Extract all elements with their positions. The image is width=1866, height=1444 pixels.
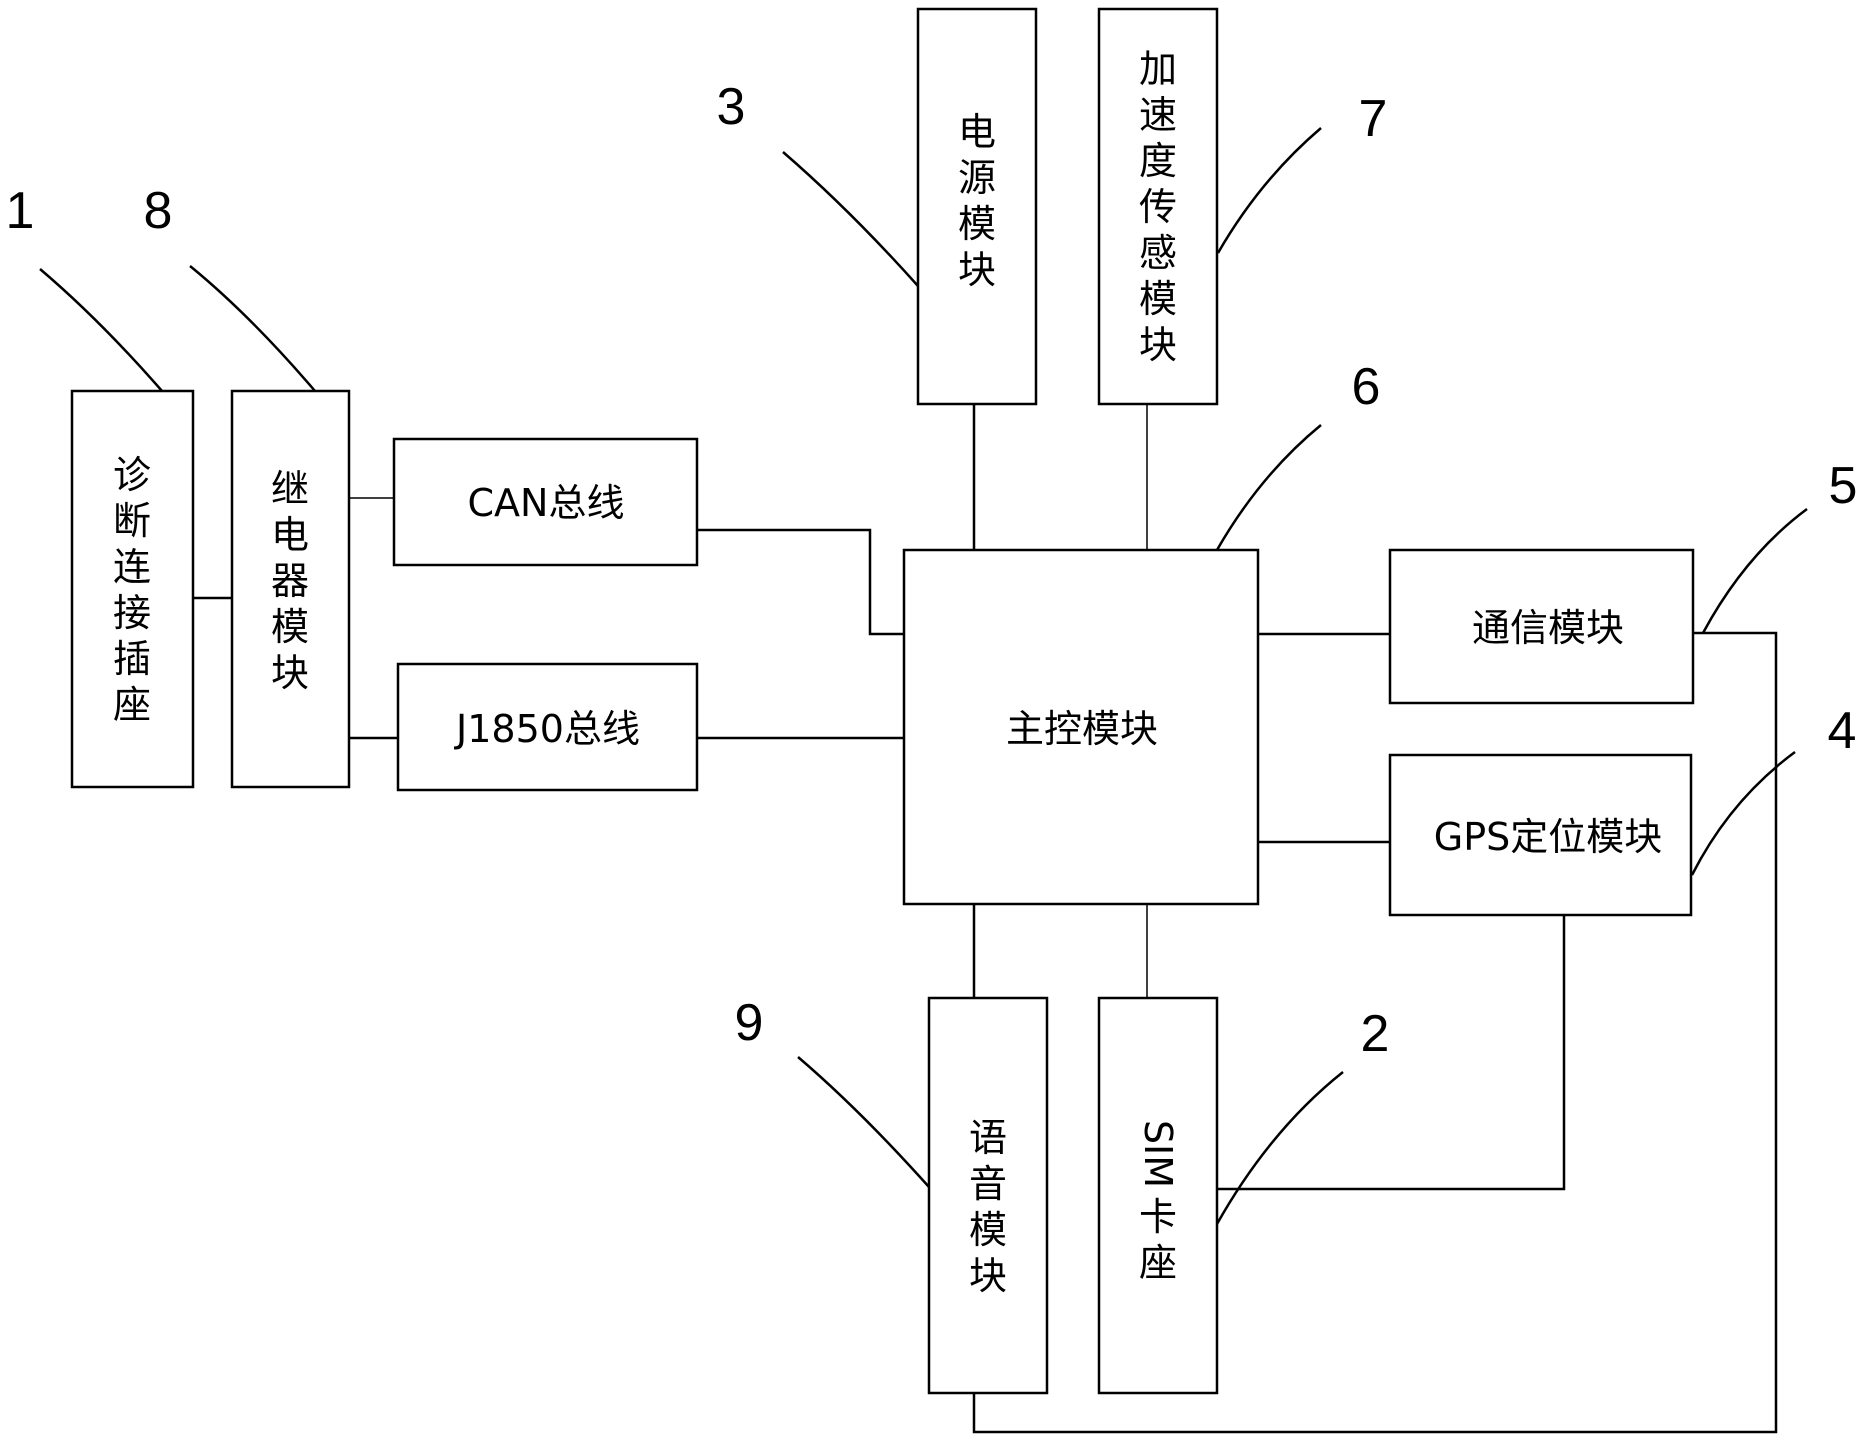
module-accel: 加速度传感模块 [1097, 7, 1219, 406]
reference-numbers: 1 8 3 7 6 5 4 9 2 [6, 78, 1858, 1063]
leader-2 [1215, 1071, 1344, 1225]
leader-6 [1215, 424, 1322, 551]
module-sim-socket: 卡座 SIM [1097, 996, 1219, 1395]
gps-label: GPS定位模块 [1434, 815, 1662, 859]
ref-2: 2 [1361, 1005, 1390, 1063]
leader-1 [39, 268, 163, 392]
ref-1: 1 [6, 182, 35, 240]
wire-comm-voice [972, 631, 1778, 1434]
main-label: 主控模块 [1006, 707, 1158, 751]
leader-5 [1701, 507, 1808, 634]
module-diag-socket: 诊断连接插座 [70, 389, 195, 789]
relay-label: 继电器模块 [271, 467, 309, 695]
module-j1850-bus: J1850总线 [396, 662, 699, 792]
can-bus-label: CAN总线 [468, 481, 625, 525]
module-comm: 通信模块 [1388, 548, 1695, 705]
voice-label: 语音模块 [969, 1116, 1007, 1298]
leader-lines [39, 127, 1808, 1225]
wire-can-main [697, 528, 904, 636]
ref-8: 8 [144, 182, 173, 240]
sim-socket-label: 卡座 [1139, 1195, 1177, 1285]
module-main: 主控模块 [902, 548, 1260, 906]
j1850-bus-label: J1850总线 [454, 707, 640, 751]
accel-label: 加速度传感模块 [1139, 47, 1177, 367]
leader-8 [189, 265, 316, 392]
leader-9 [797, 1056, 930, 1188]
power-label: 电源模块 [958, 110, 996, 292]
ref-3: 3 [717, 78, 746, 136]
module-can-bus: CAN总线 [392, 437, 699, 567]
ref-7: 7 [1359, 90, 1388, 148]
module-voice: 语音模块 [927, 996, 1049, 1395]
comm-label: 通信模块 [1472, 606, 1624, 650]
leader-4 [1690, 750, 1796, 876]
module-gps: GPS定位模块 [1388, 753, 1693, 917]
ref-4: 4 [1828, 702, 1857, 760]
ref-6: 6 [1352, 358, 1381, 416]
module-relay: 继电器模块 [230, 389, 351, 789]
leader-3 [782, 151, 919, 287]
leader-7 [1216, 127, 1322, 254]
diag-socket-label: 诊断连接插座 [113, 453, 151, 727]
vertical-label-segment: SIM [1136, 1120, 1180, 1188]
connections [193, 404, 1778, 1434]
wire-gps-sim [1217, 915, 1566, 1191]
ref-5: 5 [1829, 457, 1858, 515]
ref-9: 9 [735, 994, 764, 1052]
module-power: 电源模块 [916, 7, 1038, 406]
